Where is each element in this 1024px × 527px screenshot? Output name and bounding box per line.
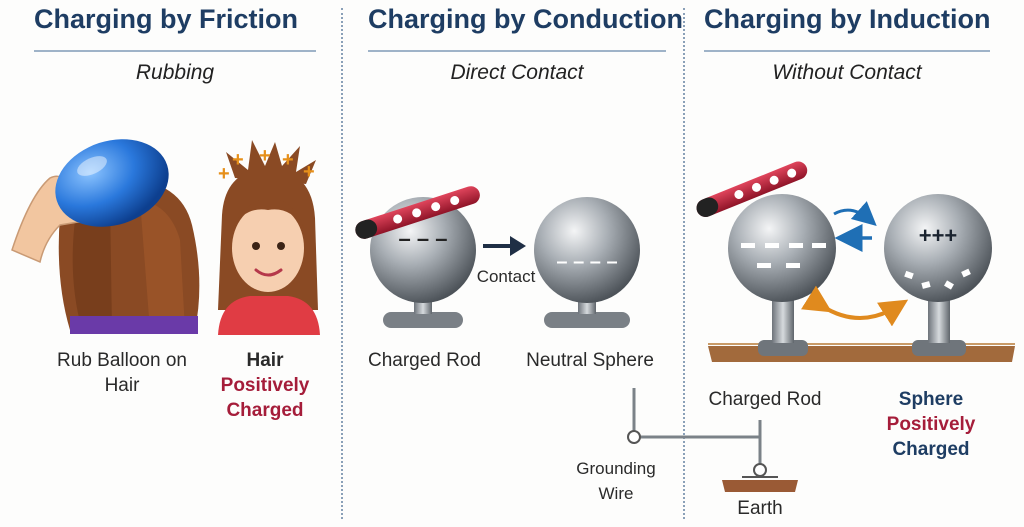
induction-charged-sphere <box>728 194 836 356</box>
grounding-wire-label-line2: Wire <box>598 484 634 503</box>
grounding-wire-label-line1: Grounding <box>576 459 656 478</box>
sphere-positive-charges: +++ <box>919 223 958 248</box>
panel-divider-right <box>683 8 685 519</box>
sphere-charged-label: Charged <box>892 439 970 460</box>
conduction-neutral-sphere: – – – – <box>534 197 640 328</box>
hair-positively-label: Positively <box>220 375 310 396</box>
svg-text:+: + <box>218 163 230 185</box>
induction-title: Charging by Induction <box>704 4 991 34</box>
balloon-icon <box>55 139 169 227</box>
sphere-negative-charges: – – – <box>399 226 448 251</box>
girl-illustration <box>218 140 320 335</box>
conduction-title: Charging by Conduction <box>368 4 683 34</box>
friction-subtitle: Rubbing <box>135 61 215 84</box>
rub-balloon-label: Rub Balloon on Hair <box>34 348 210 398</box>
svg-text:+: + <box>303 161 315 183</box>
svg-text:+: + <box>259 145 271 167</box>
hair-positive-charges: + + + + + <box>218 145 315 185</box>
induction-charged-rod <box>696 161 808 217</box>
sphere-label: Sphere <box>898 389 964 410</box>
svg-text:+: + <box>282 149 294 171</box>
contact-arrow-icon <box>483 236 526 256</box>
hair-charged-word-label: Charged <box>226 400 304 421</box>
induction-charged-rod-label: Charged Rod <box>708 389 822 410</box>
induction-positive-sphere: +++ <box>884 194 992 356</box>
sphere-neutral-charges: – – – – <box>556 251 617 273</box>
panel-divider-left <box>341 8 343 519</box>
friction-title-rule <box>34 50 316 52</box>
hair-charged-label: Hair Positively Charged <box>212 348 318 423</box>
conduction-charged-rod <box>355 186 480 239</box>
conduction-charged-rod-label: Charged Rod <box>367 350 482 371</box>
induction-orange-arrow-icon <box>800 285 909 327</box>
earth-label: Earth <box>737 498 783 519</box>
svg-text:+: + <box>232 149 244 171</box>
sphere-positively-label: Positively <box>886 414 976 435</box>
induction-blue-arrows-icon <box>833 201 877 252</box>
rub-balloon-label-line1: Rub Balloon on <box>57 350 187 371</box>
earth-ground-icon <box>722 476 798 492</box>
grounding-wire-label: Grounding Wire <box>566 456 666 506</box>
induction-subtitle: Without Contact <box>772 61 922 84</box>
grounding-wire <box>627 388 767 477</box>
induction-ground-strip <box>708 343 1015 362</box>
conduction-title-rule <box>368 50 666 52</box>
neutral-sphere-label: Neutral Sphere <box>526 350 654 371</box>
induction-title-rule <box>704 50 990 52</box>
rub-balloon-label-line2: Hair <box>104 375 140 396</box>
contact-label: Contact <box>476 267 536 286</box>
induction-sphere-label: Sphere Positively Charged <box>870 387 992 462</box>
friction-title: Charging by Friction <box>34 4 299 34</box>
conduction-subtitle: Direct Contact <box>450 61 584 84</box>
hair-label: Hair <box>246 350 284 371</box>
